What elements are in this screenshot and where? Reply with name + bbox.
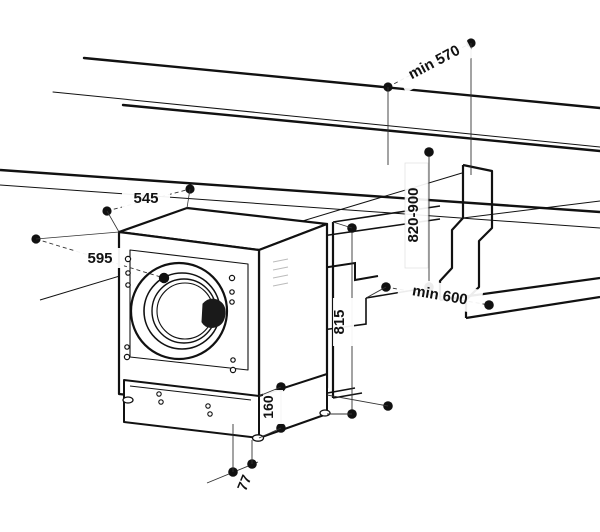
- appliance-door: [129, 261, 229, 361]
- door-handle: [201, 298, 226, 328]
- dim-label-bg-820-900: [404, 162, 429, 269]
- dim-text-820-900: 820-900: [405, 187, 422, 242]
- mounting-hole-l2: [125, 270, 131, 276]
- dim-label-bg-815: [333, 298, 354, 346]
- leader-lines: [258, 221, 387, 439]
- worktop-thin-line-upper: [52, 91, 600, 148]
- dim-label-bg-160: [263, 390, 283, 424]
- side-vent-marks: [272, 258, 289, 287]
- leader-plinth-bottom: [258, 427, 282, 439]
- dim-label-bg-545: [122, 188, 170, 208]
- dimension-160: 160: [260, 382, 286, 433]
- plinth-screw-4: [207, 411, 213, 417]
- appliance-feet: [122, 396, 331, 442]
- dim-label-bg-595: [76, 248, 124, 268]
- dimension-595: 595: [31, 231, 170, 284]
- dim-ext-545-left: [106, 210, 120, 233]
- panel-shelf-step: [321, 261, 379, 282]
- foot-front-left: [122, 396, 134, 404]
- dim-text-815: 815: [331, 309, 348, 334]
- dimension-545: 545: [102, 184, 195, 233]
- leader-815-top: [332, 221, 353, 229]
- dim-dot-595-end: [158, 272, 170, 284]
- worktop-front-edge-lower: [121, 103, 600, 153]
- vent-mark-3: [272, 274, 289, 279]
- dim-text-77: 77: [234, 472, 255, 493]
- vent-mark-2: [272, 266, 289, 271]
- dim-label-bg-min-600: [396, 275, 484, 315]
- leader-plinth-top: [258, 386, 282, 397]
- dim-text-160: 160: [260, 395, 276, 419]
- worktop-front-edge-top: [82, 56, 600, 110]
- ref-leader-rear-right: [326, 394, 389, 407]
- front-panel-inset: [129, 249, 249, 371]
- vent-mark-1: [272, 258, 289, 263]
- dim-ext-595-top: [35, 231, 120, 240]
- dim-ext-545-right: [186, 188, 191, 209]
- mounting-hole-l3: [125, 282, 131, 288]
- mounting-holes: [123, 255, 237, 374]
- dim-text-595: 595: [87, 250, 112, 267]
- vent-mark-4: [272, 282, 289, 287]
- mounting-hole-r4: [230, 357, 236, 363]
- mounting-hole-r2: [229, 289, 235, 295]
- floor-line-right-upper: [465, 295, 600, 320]
- mounting-hole-br: [229, 366, 237, 374]
- dimension-min-600: min 600: [381, 275, 494, 315]
- mounting-hole-tr: [228, 274, 236, 282]
- dimension-820-900: 820-900: [404, 147, 434, 292]
- dim-dot-820-900-top: [424, 147, 434, 157]
- plinth-screw-2: [158, 399, 164, 405]
- mounting-hole-bl: [123, 353, 131, 361]
- dim-text-545: 545: [133, 190, 158, 207]
- mounting-hole-l4: [124, 344, 130, 350]
- rear-reference-marks: [326, 394, 393, 411]
- foot-rear-right: [319, 409, 331, 417]
- plinth-inset-line: [129, 385, 252, 401]
- niche-top-thin-edge: [0, 184, 600, 229]
- plinth-screw-1: [156, 391, 162, 397]
- dim-label-bg-min-570: [392, 31, 476, 93]
- mounting-hole-r3: [229, 299, 235, 305]
- niche-top-edge: [0, 168, 600, 214]
- plinth-screws: [156, 391, 213, 417]
- mounting-hole-tl: [124, 255, 132, 263]
- dim-dot-min-600-end: [484, 300, 494, 310]
- worktop-lines: [52, 56, 600, 153]
- leader-min600-left: [365, 286, 387, 299]
- wall-ledge-line: [462, 200, 600, 219]
- dimension-77: 77: [206, 424, 259, 493]
- dimension-min-570: min 570: [383, 31, 476, 175]
- plinth-screw-3: [205, 403, 211, 409]
- foot-front-right: [251, 434, 265, 442]
